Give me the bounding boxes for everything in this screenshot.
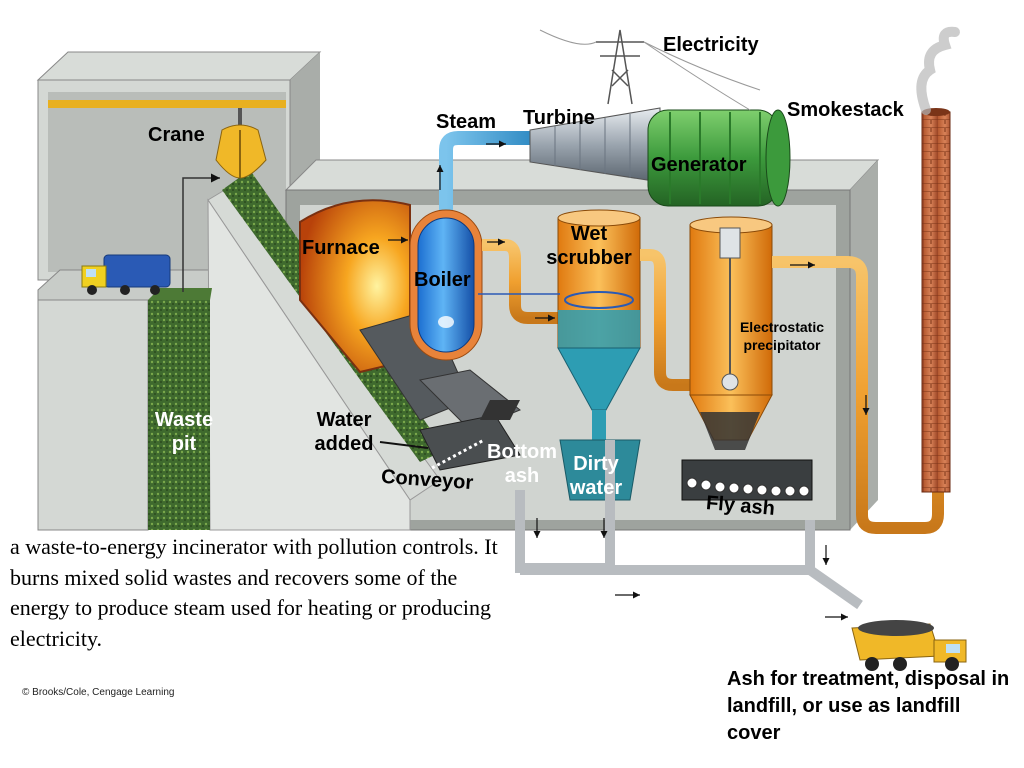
label-dirty-water: Dirty water — [560, 452, 632, 500]
label-water-added-line1: Water — [316, 409, 372, 431]
ash-note: Ash for treatment, disposal in landfill,… — [727, 668, 1010, 744]
conveyor — [419, 400, 521, 471]
label-wet-scrubber-line2: scrubber — [546, 247, 632, 269]
garbage-truck-icon — [81, 254, 171, 295]
water-added-pointer — [379, 441, 429, 449]
label-precipitator-line2: precipitator — [743, 337, 821, 353]
steam-pipe — [439, 131, 540, 215]
power-tower-icon — [539, 29, 761, 111]
furnace — [299, 199, 521, 431]
wet-scrubber — [557, 209, 641, 501]
label-water-added: Water added — [306, 408, 382, 456]
label-steam: Steam — [436, 111, 497, 133]
label-water-added-line2: added — [314, 433, 374, 455]
label-wet-scrubber-line1: Wet — [570, 223, 608, 245]
electrostatic-precipitator — [689, 216, 773, 450]
label-dirty-water-line1: Dirty — [573, 453, 619, 475]
label-smokestack: Smokestack — [787, 99, 904, 121]
waste-pit — [148, 288, 212, 530]
copyright-text: © Brooks/Cole, Cengage Learning — [22, 687, 175, 698]
flue-pipe-scrubber-precipitator — [640, 249, 692, 391]
label-waste-pit-line2: pit — [171, 433, 197, 455]
crane-path-line — [182, 173, 220, 292]
dump-truck-icon — [851, 620, 967, 671]
crane-claw-icon — [215, 108, 267, 179]
label-precipitator-line1: Electrostatic — [739, 319, 825, 335]
label-electricity: Electricity — [663, 34, 759, 56]
label-turbine: Turbine — [523, 107, 595, 129]
label-dirty-water-line2: water — [569, 477, 623, 499]
generator — [647, 109, 791, 207]
ash-pipes — [515, 440, 863, 621]
label-generator: Generator — [651, 154, 747, 176]
label-wet-scrubber: Wet scrubber — [540, 222, 638, 270]
flue-pipe-boiler-scrubber — [482, 239, 560, 324]
label-waste-pit: Waste pit — [144, 408, 224, 456]
label-waste-pit-line1: Waste — [154, 409, 214, 431]
label-bottom-ash: Bottom ash — [483, 440, 561, 488]
boiler — [409, 209, 483, 361]
label-bottom-ash-line1: Bottom — [487, 441, 557, 463]
label-crane: Crane — [148, 124, 205, 146]
label-furnace: Furnace — [302, 237, 380, 259]
label-bottom-ash-line2: ash — [504, 465, 540, 487]
fly-ash-conveyor — [681, 459, 813, 501]
label-boiler: Boiler — [414, 269, 471, 291]
caption-text: a waste-to-energy incinerator with pollu… — [10, 534, 498, 651]
smokestack — [916, 26, 960, 493]
label-electrostatic-precipitator: Electrostatic precipitator — [730, 318, 834, 354]
flue-pipe-to-smokestack — [772, 256, 944, 534]
